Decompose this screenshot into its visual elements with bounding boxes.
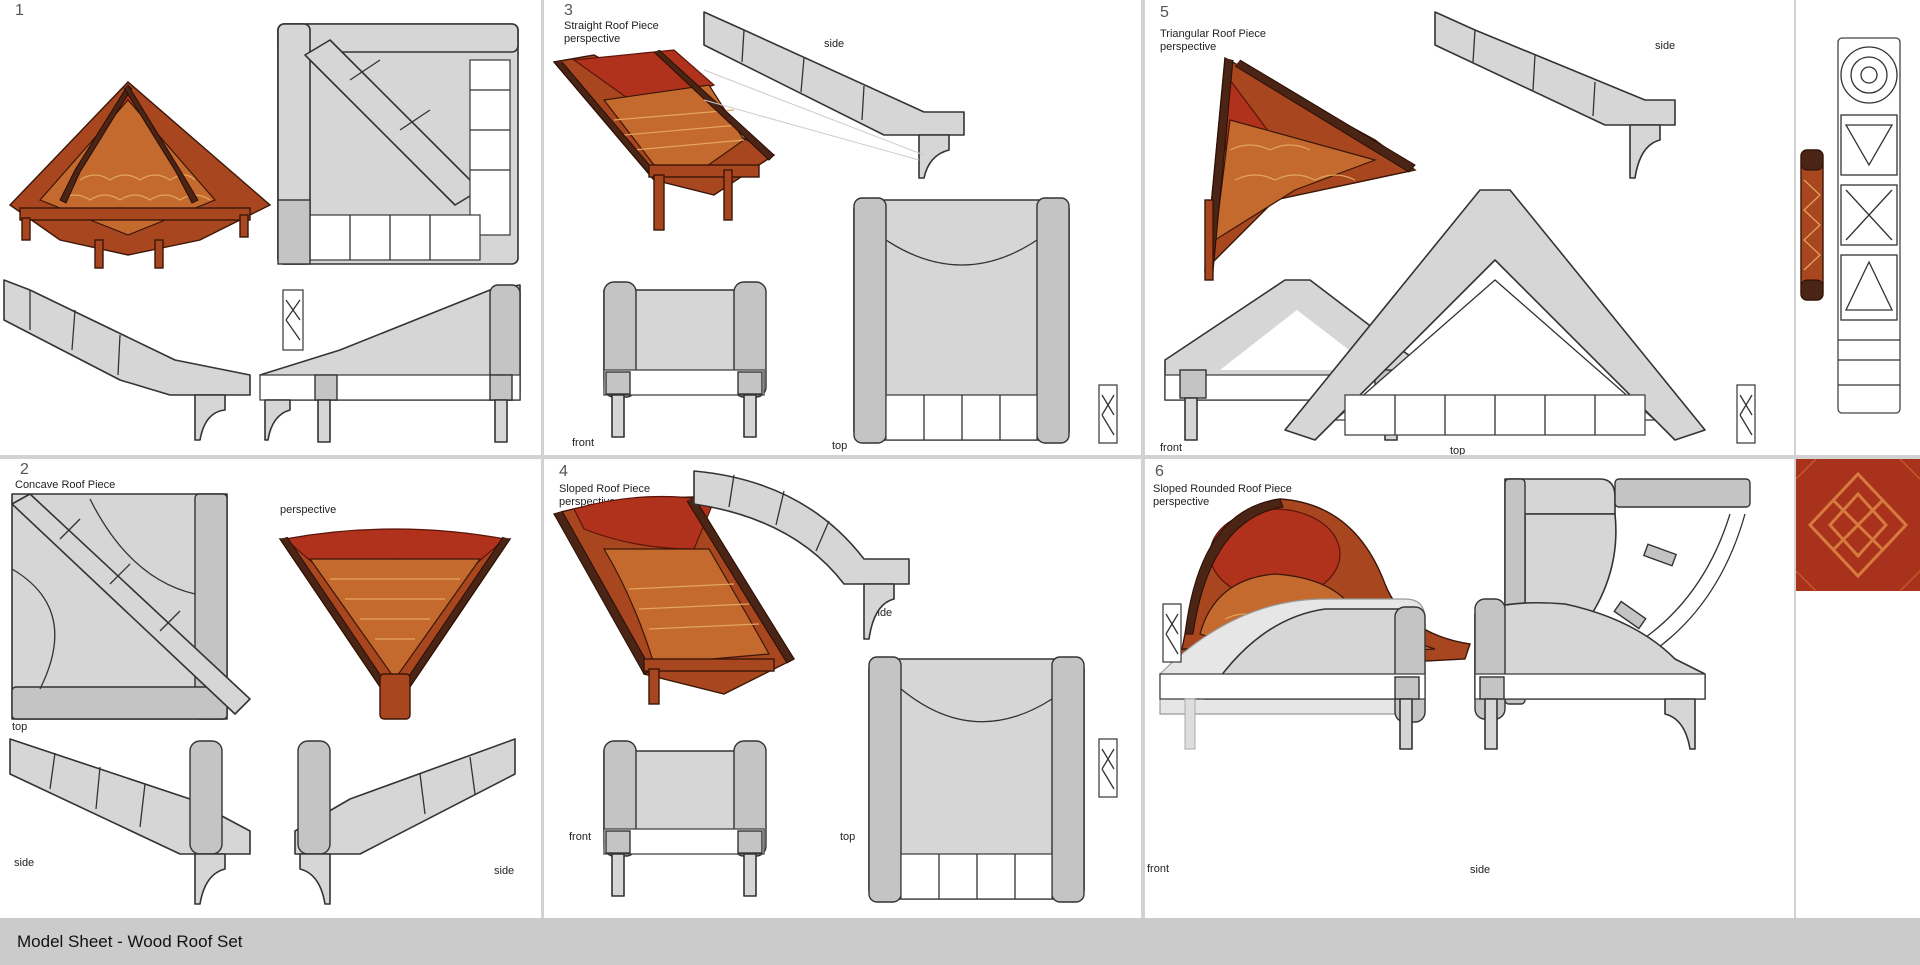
panel-6-sloped-rounded-roof: 6 Sloped Rounded Roof Piece perspective … [1145,459,1794,918]
panel-title: Triangular Roof Piece perspective [1160,28,1266,53]
label-side: side [824,38,845,50]
label-side: side [1470,864,1491,876]
panel-number: 6 [1155,463,1164,480]
scale-figure-icon [1736,384,1756,444]
label-side: side [1655,40,1676,52]
straight-top-view [853,197,1070,444]
scale-figure-icon [282,289,304,351]
panel-number: 4 [559,463,568,480]
panel-title: Straight Roof Piece perspective [564,20,659,45]
triangular-perspective [1204,56,1417,281]
scale-figure-icon [1098,384,1118,444]
column-trim-strip [1796,0,1920,455]
panel-number: 3 [564,2,573,19]
sloped-perspective [552,495,796,705]
sloped-rounded-roof-drawings [1159,478,1751,750]
sheet-title: Model Sheet - Wood Roof Set [17,932,243,951]
concave-perspective [278,528,512,720]
panel-title: Concave Roof Piece [15,479,116,491]
fabric-swatch-drawing [1796,459,1920,592]
concave-side-left [9,738,251,905]
panel-5-triangular-roof: 5 Triangular Roof Piece perspective side… [1145,0,1794,455]
concave-side-right [294,738,516,905]
pyramid-roof-drawings [3,23,521,443]
panel-number: 1 [15,2,24,19]
label-top: top [840,831,856,843]
panel-2-concave-roof: 2 Concave Roof Piece perspective top sid… [0,459,541,918]
sloped-roof-drawings [552,470,1118,903]
straight-roof-drawings [552,11,1118,444]
label-front: front [569,831,592,843]
triangular-side-view [1434,11,1676,179]
label-perspective: perspective [280,504,337,516]
column-trim-drawing [1800,37,1901,414]
sloped-side-view [693,470,910,640]
panel-4-sloped-roof: 4 Sloped Roof Piece perspective side fro… [544,459,1141,918]
model-sheet: 1 [0,0,1920,918]
sloped-top-view [868,656,1085,903]
concave-top-view [11,493,251,720]
label-side-left: side [14,857,35,869]
triangular-top-view [1284,189,1706,441]
pyramid-top-view [277,23,519,265]
rounded-front-view [1159,598,1426,750]
sloped-front-view [603,740,767,897]
scale-figure-icon [1098,738,1118,798]
label-top: top [12,721,28,733]
label-front: front [1160,442,1183,454]
panel-number: 2 [20,461,29,478]
panel-3-straight-roof: 3 Straight Roof Piece perspective side f… [544,0,1141,455]
pyramid-front-view [259,284,521,443]
fabric-pattern-swatch [1796,459,1920,918]
panel-1-pyramid-roof: 1 [0,0,541,455]
scale-figure-icon [1162,603,1182,663]
triangular-roof-drawings [1164,11,1756,444]
label-front: front [1147,863,1170,875]
concave-roof-drawings [9,493,516,905]
label-side-right: side [494,865,515,877]
panel-number: 5 [1160,4,1169,21]
label-front: front [572,437,595,449]
pyramid-perspective [8,81,272,269]
rounded-side-view [1474,598,1706,750]
panel-title: Sloped Roof Piece perspective [559,483,651,508]
straight-front-view [603,281,767,438]
panel-title: Sloped Rounded Roof Piece perspective [1153,483,1292,508]
label-top: top [832,440,848,452]
straight-perspective [552,49,776,231]
sheet-footer: Model Sheet - Wood Roof Set [0,918,1920,965]
pyramid-side-view [3,279,251,441]
label-top: top [1450,445,1466,455]
straight-side-view [703,11,965,179]
